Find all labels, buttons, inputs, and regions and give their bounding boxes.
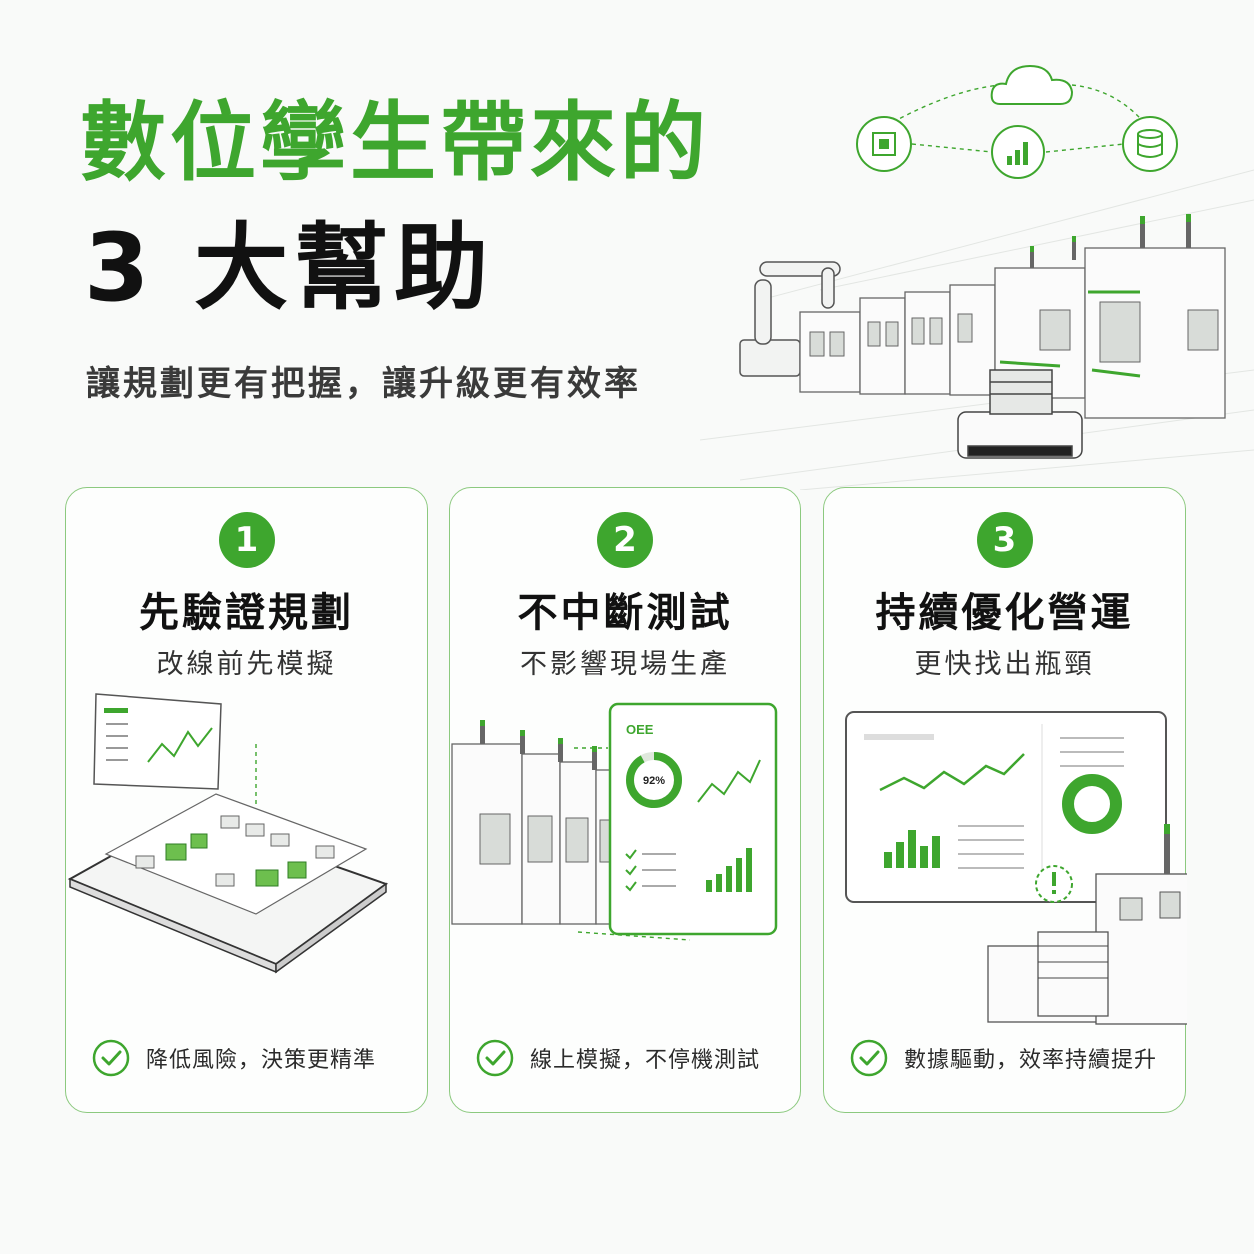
benefit-text: 線上模擬，不停機測試 bbox=[530, 1048, 761, 1073]
benefit-card-2: 2 不中斷測試 不影響現場生產 bbox=[449, 487, 801, 1113]
benefit-row: 線上模擬，不停機測試 bbox=[476, 1036, 790, 1080]
subtitle: 讓規劃更有把握，讓升級更有效率 bbox=[86, 364, 641, 404]
card-title: 持續優化營運 bbox=[875, 590, 1134, 636]
benefit-text: 降低風險，決策更精準 bbox=[146, 1048, 377, 1073]
card-title: 先驗證規劃 bbox=[139, 590, 354, 636]
step-number-badge: 3 bbox=[976, 512, 1033, 568]
production-line-dashboard-icon: OEE 92% bbox=[451, 702, 778, 941]
bar-chart-icon bbox=[991, 125, 1045, 179]
oee-value: 92% bbox=[643, 775, 665, 787]
card-subtitle: 更快找出瓶頸 bbox=[914, 649, 1095, 680]
oee-label: OEE bbox=[626, 722, 654, 737]
card-subtitle: 不影響現場生產 bbox=[520, 649, 730, 680]
benefit-card-3: 3 持續優化營運 更快找出瓶頸 bbox=[823, 487, 1187, 1113]
benefit-row: 數據驅動，效率持續提升 bbox=[850, 1036, 1175, 1080]
chip-icon bbox=[856, 116, 912, 172]
oee-gauge bbox=[626, 752, 682, 808]
check-circle-icon bbox=[476, 1039, 514, 1077]
cloud-icon bbox=[990, 64, 1074, 105]
factory-hero-illustration bbox=[700, 64, 1254, 490]
benefit-text: 數據驅動，效率持續提升 bbox=[904, 1048, 1158, 1073]
step-number-badge: 1 bbox=[218, 512, 275, 568]
check-circle-icon bbox=[850, 1039, 888, 1077]
analytics-dashboard-icon bbox=[845, 711, 1187, 1025]
title-line-2: 3 大幫助 bbox=[84, 214, 495, 323]
card-subtitle: 改線前先模擬 bbox=[156, 649, 337, 680]
step-number-badge: 2 bbox=[597, 512, 653, 568]
check-circle-icon bbox=[92, 1039, 130, 1077]
benefit-card-1: 1 先驗證規劃 改線前先模擬 bbox=[65, 487, 428, 1113]
database-icon bbox=[1122, 116, 1178, 172]
card-title: 不中斷測試 bbox=[517, 590, 733, 636]
benefit-row: 降低風險，決策更精準 bbox=[92, 1036, 417, 1080]
title-line-1: 數位孿生帶來的 bbox=[80, 93, 710, 193]
factory-floor-simulation-icon bbox=[67, 693, 389, 974]
